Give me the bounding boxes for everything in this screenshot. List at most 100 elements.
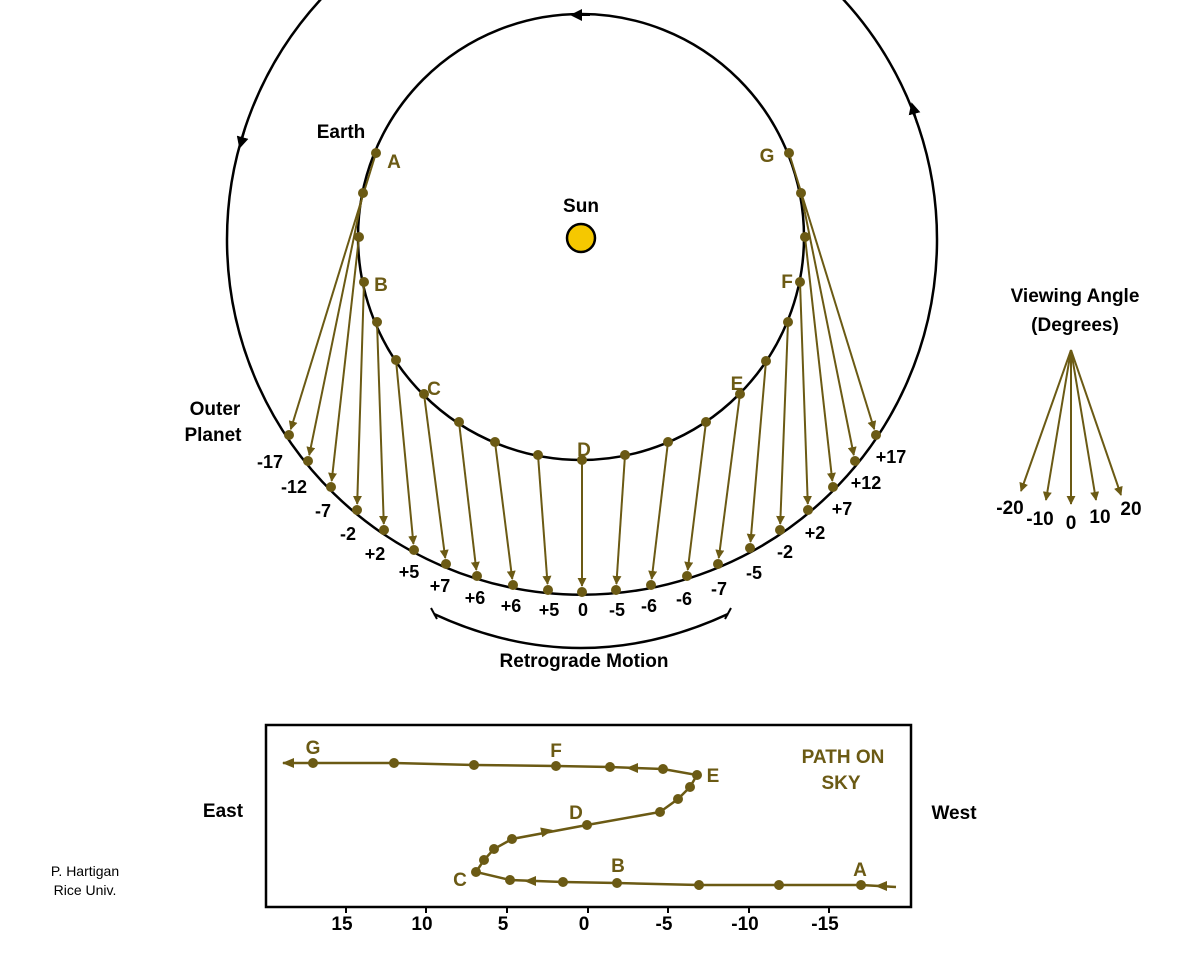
earth-position-labels: A B C D E F G <box>374 146 793 461</box>
sky-path-dot <box>507 834 517 844</box>
viewing-angle-arrow <box>1019 349 1072 492</box>
sight-lines <box>288 152 877 587</box>
earth-position-dot <box>490 437 500 447</box>
sky-path-dot <box>685 782 695 792</box>
viewing-angle-label: +5 <box>539 600 560 620</box>
planet-position-dot <box>871 430 881 440</box>
sight-line-arrow <box>648 441 669 580</box>
sky-path-arrowhead <box>282 758 294 768</box>
outer-orbit-direction-arrow-left <box>236 124 249 149</box>
sky-path-dots <box>308 758 866 890</box>
earth-label: Earth <box>317 122 366 143</box>
sky-path-dot <box>612 878 622 888</box>
west-label: West <box>931 803 977 824</box>
sky-path-arrowhead <box>524 876 536 886</box>
sight-line-arrow <box>799 281 813 505</box>
sky-path-dot <box>582 820 592 830</box>
earth-position-dot <box>663 437 673 447</box>
path-axis-tick-label: 15 <box>331 914 353 935</box>
earth-position-label: F <box>781 272 793 293</box>
earth-position-label: C <box>427 379 441 400</box>
viewing-angle-label: -5 <box>746 563 762 583</box>
outer-planet-label-line2: Planet <box>184 425 242 446</box>
sky-path-arrowhead <box>626 763 638 773</box>
viewing-angle-arrow <box>1070 349 1123 496</box>
earth-position-dot <box>795 277 805 287</box>
planet-position-dot <box>543 585 553 595</box>
credit-line2: Rice Univ. <box>53 882 117 898</box>
sun-icon <box>565 222 597 254</box>
viewing-angle-label: 0 <box>578 600 588 620</box>
outer-planet-label-line1: Outer <box>190 399 241 420</box>
sight-line-arrow <box>776 321 789 525</box>
earth-position-label: D <box>577 440 591 461</box>
earth-position-dot <box>419 389 429 399</box>
planet-position-dot <box>284 430 294 440</box>
earth-position-label: E <box>731 374 744 395</box>
path-axis-tick-label: -15 <box>811 914 839 935</box>
planet-position-dot <box>713 559 723 569</box>
earth-position-dot <box>701 417 711 427</box>
sky-path-dot <box>655 807 665 817</box>
sky-path-dot <box>856 880 866 890</box>
path-on-sky-title-line1: PATH ON <box>802 747 885 768</box>
viewing-angle-label: -12 <box>281 477 307 497</box>
sky-path-dot <box>558 877 568 887</box>
viewing-angle-tick-label: -10 <box>1026 509 1053 530</box>
earth-position-dot <box>372 317 382 327</box>
planet-position-dot <box>508 580 518 590</box>
viewing-angle-label: -6 <box>641 596 657 616</box>
sky-path-label: F <box>550 741 562 762</box>
sight-line-arrow <box>804 236 836 482</box>
earth-position-label: G <box>760 146 775 167</box>
path-on-sky-title-line2: SKY <box>821 773 860 794</box>
sky-path-dot <box>694 880 704 890</box>
planet-position-dot <box>441 559 451 569</box>
planet-position-dots <box>284 430 881 597</box>
planet-position-dot <box>850 456 860 466</box>
sky-path-dot <box>673 794 683 804</box>
planet-position-dot <box>775 525 785 535</box>
outer-orbit-direction-arrow-right <box>908 102 921 124</box>
planet-position-dot <box>303 456 313 466</box>
sun-label: Sun <box>563 196 599 217</box>
viewing-angle-label: +5 <box>399 562 420 582</box>
earth-position-label: A <box>387 152 401 173</box>
earth-position-dot <box>354 232 364 242</box>
viewing-angle-title-line1: Viewing Angle <box>1011 286 1140 307</box>
sky-path-arrowhead <box>875 881 887 891</box>
viewing-angle-label: -6 <box>676 589 692 609</box>
sight-line-arrow <box>306 192 364 457</box>
earth-position-dot <box>371 148 381 158</box>
planet-position-dot <box>682 571 692 581</box>
sky-path-dot <box>471 867 481 877</box>
planet-position-dot <box>409 545 419 555</box>
earth-position-dot <box>391 355 401 365</box>
sight-line-arrow <box>328 236 360 482</box>
planet-position-dot <box>803 505 813 515</box>
sky-path-label: B <box>611 856 625 877</box>
viewing-angle-label: -2 <box>777 542 793 562</box>
sight-line-arrow <box>458 421 480 571</box>
sky-path-dot <box>605 762 615 772</box>
path-axis-tick-label: 5 <box>498 914 509 935</box>
path-axis-tick-label: -5 <box>656 914 673 935</box>
sight-line-arrow <box>715 393 741 559</box>
earth-position-label: B <box>374 275 388 296</box>
earth-position-dot <box>735 389 745 399</box>
viewing-angle-tick-label: 0 <box>1066 513 1077 534</box>
viewing-angle-tick-label: 20 <box>1120 499 1141 520</box>
viewing-angle-label: -7 <box>315 501 331 521</box>
sight-line-arrow <box>395 359 418 545</box>
viewing-angle-label: +6 <box>501 596 522 616</box>
sky-path-label: G <box>306 738 321 759</box>
viewing-angle-tick-label: -20 <box>996 498 1023 519</box>
earth-position-dot <box>784 148 794 158</box>
sky-path-dot <box>692 770 702 780</box>
sky-path-dot <box>774 880 784 890</box>
sight-line-arrow <box>537 454 552 585</box>
